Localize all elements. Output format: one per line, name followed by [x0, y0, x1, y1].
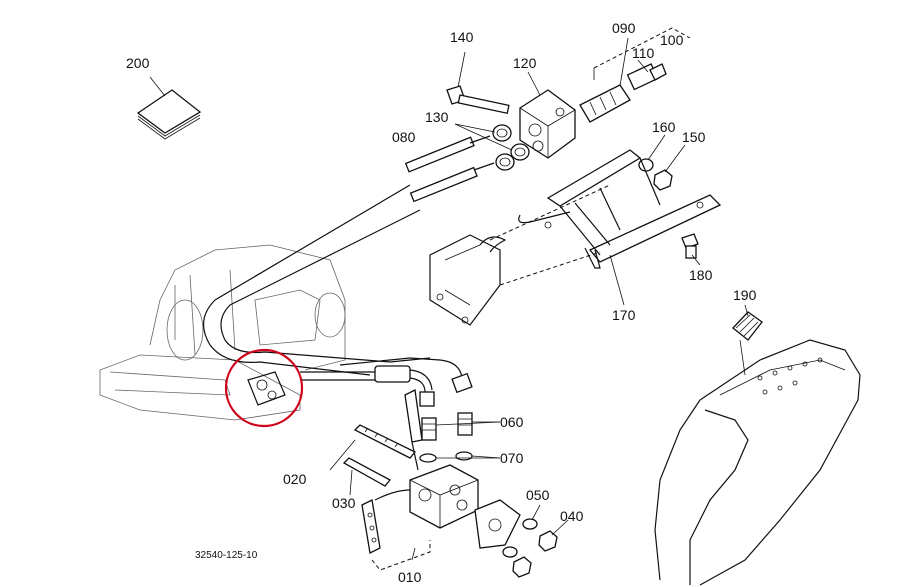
tractor-body-outline	[99, 244, 346, 421]
part-190-decal	[732, 304, 763, 376]
fender	[654, 339, 861, 586]
part-160-150-nuts	[638, 134, 686, 191]
label-010: 010	[398, 569, 422, 585]
part-090-110-coupler	[579, 27, 691, 123]
part-170-drawbar	[518, 149, 722, 306]
label-100: 100	[660, 32, 684, 48]
part-120-block	[519, 71, 576, 159]
part-060-070-fittings	[419, 412, 501, 463]
label-040: 040	[560, 508, 584, 524]
drawing-number: 32540-125-10	[195, 550, 258, 561]
label-020: 020	[283, 471, 307, 487]
label-050: 050	[526, 487, 550, 503]
part-020-030-studs	[329, 424, 417, 496]
label-030: 030	[332, 495, 356, 511]
hydraulic-hoses-080	[203, 135, 495, 376]
label-060: 060	[500, 414, 524, 430]
label-200: 200	[126, 55, 150, 71]
valve-hoses	[300, 357, 473, 407]
part-010-control-valve	[361, 389, 521, 571]
label-090: 090	[612, 20, 636, 36]
label-170: 170	[612, 307, 636, 323]
part-labels: 200 140 120 090 110 100 130 080 160 150 …	[126, 20, 757, 585]
part-180-bolt	[681, 233, 701, 266]
label-120: 120	[513, 55, 537, 71]
label-080: 080	[392, 129, 416, 145]
part-200-manual	[136, 76, 202, 140]
label-140: 140	[450, 29, 474, 45]
label-180: 180	[689, 267, 713, 283]
label-130: 130	[425, 109, 449, 125]
label-150: 150	[682, 129, 706, 145]
bracket	[429, 184, 611, 326]
highlight-circle	[224, 348, 304, 428]
label-160: 160	[652, 119, 676, 135]
part-140-bolt	[446, 51, 510, 114]
label-110: 110	[632, 45, 655, 61]
label-190: 190	[733, 287, 757, 303]
label-070: 070	[500, 450, 524, 466]
part-050-040-nuts	[502, 504, 569, 578]
part-130-o-rings	[454, 123, 530, 171]
